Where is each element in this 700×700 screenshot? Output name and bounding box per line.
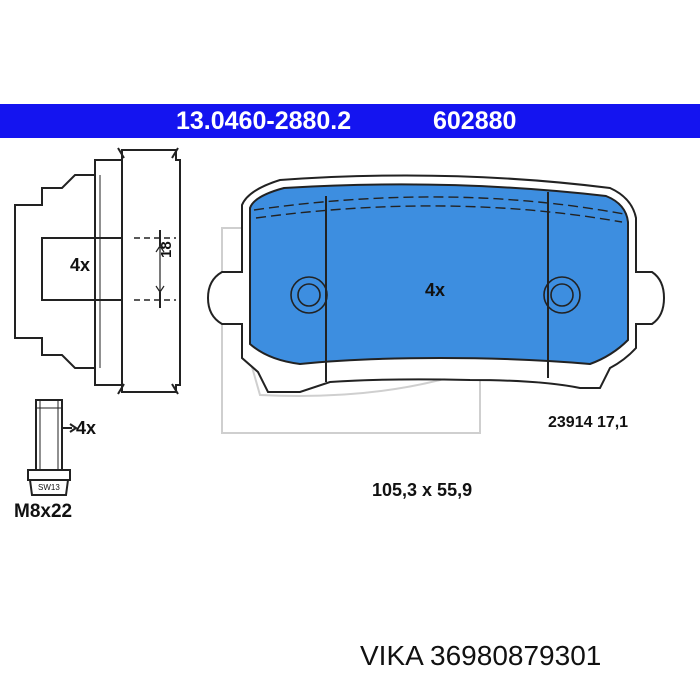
bolt-thread-size: M8x22 <box>14 501 73 522</box>
pad-dimensions: 105,3 x 55,9 <box>372 480 473 500</box>
friction-material <box>249 183 629 366</box>
reference-number: 602880 <box>433 107 517 135</box>
footer-caption: VIKA 36980879301 <box>360 640 602 671</box>
pad-quantity: 4x <box>425 280 446 300</box>
part-number: 13.0460-2880.2 <box>176 107 352 135</box>
bolt-drawing <box>27 399 78 496</box>
bolt-wrench-size: SW13 <box>38 483 60 492</box>
bolt-quantity: 4x <box>76 418 97 438</box>
clip-drawing <box>14 147 181 395</box>
clip-dimension: 18 <box>158 241 175 258</box>
clip-quantity: 4x <box>70 255 91 275</box>
pad-wva-thickness: 23914 17,1 <box>548 414 629 431</box>
brake-pad-drawing <box>206 174 666 393</box>
header-bar: 13.0460-2880.2 602880 <box>0 104 700 138</box>
